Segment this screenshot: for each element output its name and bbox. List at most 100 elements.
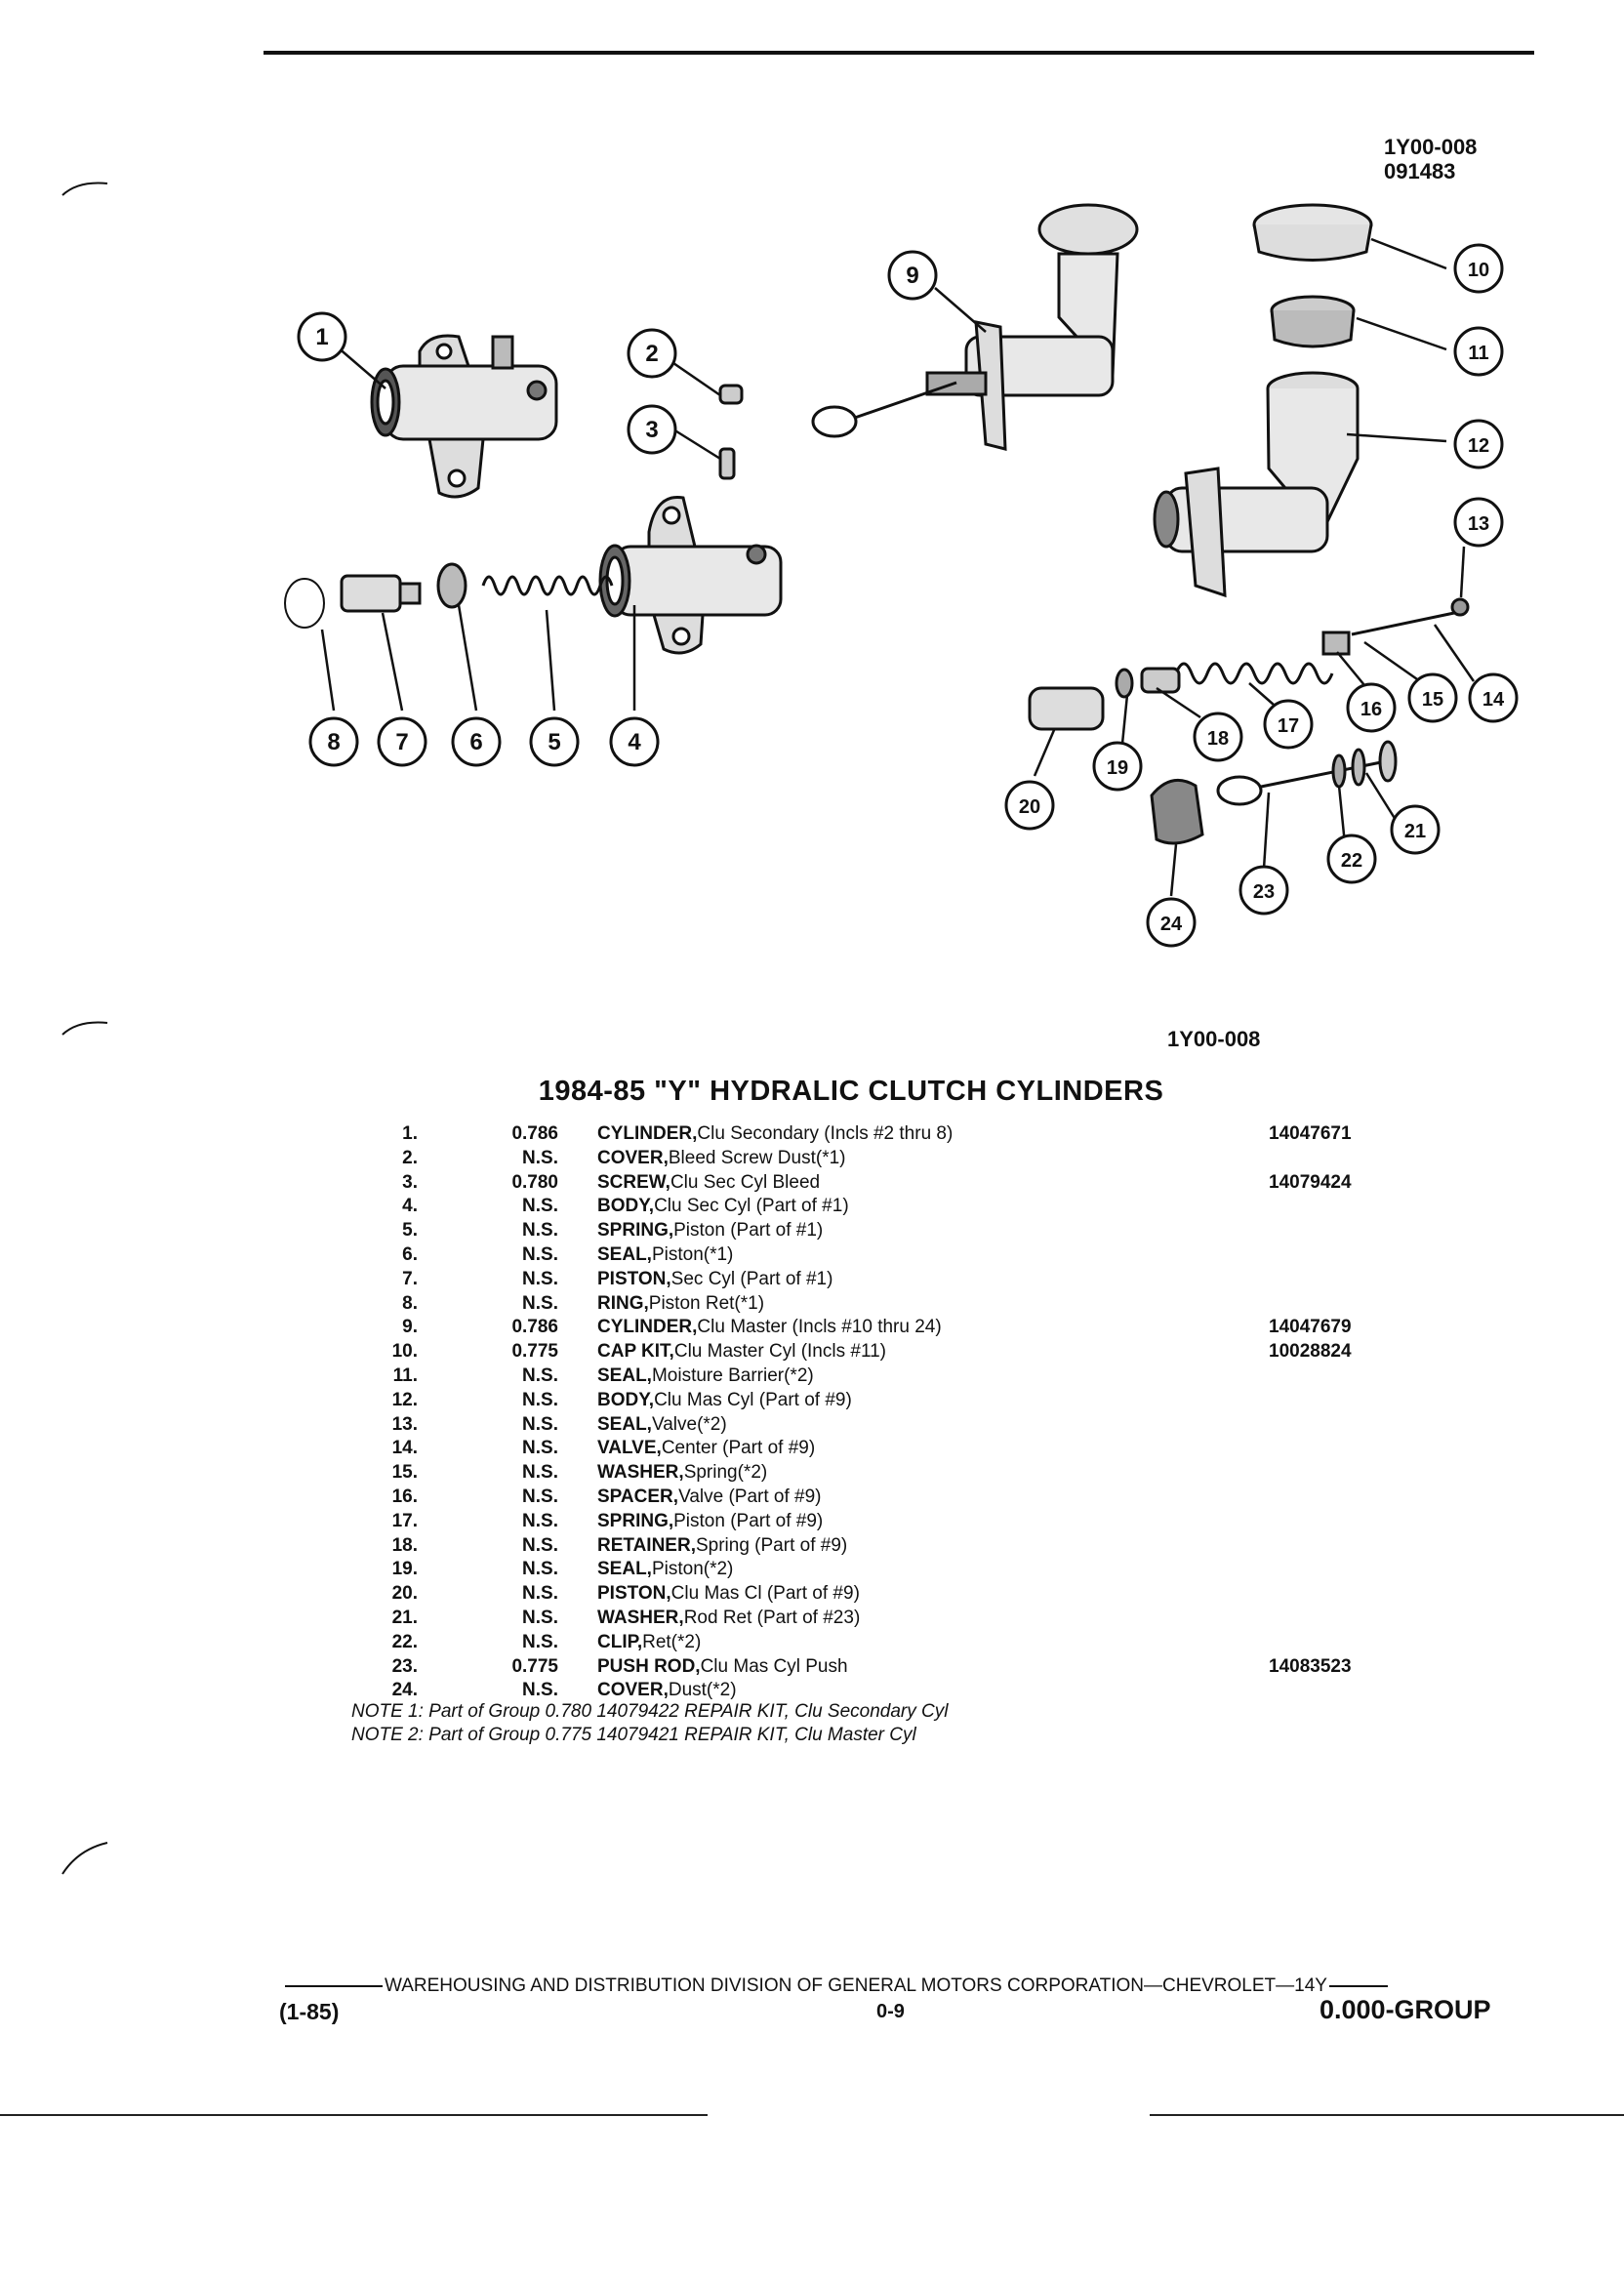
figure-id: 1Y00-008 — [1167, 1027, 1261, 1051]
item-description: RING, Piston Ret(*1) — [597, 1292, 1583, 1317]
item-detail: Piston (Part of #1) — [673, 1220, 824, 1242]
callout-number: 20 — [1019, 796, 1040, 818]
item-name: CYLINDER, — [597, 1317, 698, 1338]
item-name: SCREW, — [597, 1171, 670, 1193]
callout-4: 4 — [609, 716, 660, 767]
callout-circle — [1407, 672, 1458, 723]
item-detail: Dust(*2) — [668, 1680, 737, 1701]
item-detail: Sec Cyl (Part of #1) — [670, 1268, 833, 1289]
parts-row: 22.N.S.CLIP, Ret(*2) — [332, 1631, 1405, 1655]
item-description: RETAINER, Spring (Part of #9) — [597, 1534, 1583, 1559]
item-name: PISTON, — [597, 1268, 671, 1289]
callout-number: 5 — [548, 729, 560, 755]
item-name: RETAINER, — [597, 1534, 696, 1556]
item-description: WASHER, Spring(*2) — [597, 1461, 1583, 1486]
item-name: COVER, — [597, 1680, 669, 1701]
item-description: CAP KIT, Clu Master Cyl (Incls #11) — [597, 1340, 1583, 1364]
part-number: 10028824 — [1269, 1341, 1352, 1363]
callout-11: 11 — [1453, 326, 1504, 377]
item-detail: Rod Ret (Part of #23) — [683, 1607, 861, 1628]
callout-18: 18 — [1193, 712, 1243, 762]
callout-number: 22 — [1341, 850, 1362, 872]
item-detail: Moisture Barrier(*2) — [651, 1364, 814, 1386]
group-number: N.S. — [522, 1583, 558, 1605]
callout-8: 8 — [308, 716, 359, 767]
callout-number: 7 — [395, 729, 408, 755]
item-number: 13. — [391, 1413, 418, 1435]
callout-circle — [1468, 672, 1519, 723]
item-name: COVER, — [597, 1147, 669, 1168]
callout-number: 24 — [1160, 914, 1183, 935]
parts-row: 24.N.S.COVER, Dust(*2) — [332, 1679, 1405, 1703]
parts-row: 19.N.S.SEAL, Piston(*2) — [332, 1558, 1405, 1582]
callout-number: 12 — [1468, 435, 1489, 457]
item-number: 19. — [391, 1559, 418, 1580]
item-detail: Piston Ret(*1) — [648, 1292, 765, 1314]
callout-9: 9 — [887, 250, 938, 301]
master-cylinder-illustration — [811, 203, 1139, 451]
footer-dash-right — [1328, 1984, 1388, 1987]
item-description: PUSH ROD, Clu Mas Cyl Push — [597, 1655, 1583, 1680]
item-number: 12. — [391, 1389, 418, 1410]
bottom-rule-left — [0, 2114, 708, 2116]
top-rule — [264, 51, 1534, 55]
item-description: SCREW, Clu Sec Cyl Bleed — [597, 1171, 1583, 1196]
item-detail: Piston(*1) — [651, 1243, 734, 1265]
page-number: 0-9 — [876, 2001, 905, 2022]
notes: NOTE 1: Part of Group 0.780 14079422 REP… — [351, 1700, 948, 1747]
item-number: 3. — [402, 1171, 418, 1193]
item-name: WASHER, — [597, 1462, 684, 1484]
callout-number: 2 — [645, 341, 658, 367]
item-description: BODY, Clu Sec Cyl (Part of #1) — [597, 1195, 1583, 1219]
callout-circle — [1453, 326, 1504, 377]
item-detail: Valve (Part of #9) — [678, 1486, 822, 1507]
item-number: 16. — [391, 1486, 418, 1507]
item-number: 7. — [402, 1268, 418, 1289]
item-number: 11. — [392, 1364, 418, 1386]
callout-circle — [627, 328, 677, 379]
item-name: BODY, — [597, 1389, 655, 1410]
item-detail: Clu Master (Incls #10 thru 24) — [697, 1317, 942, 1338]
parts-row: 2.N.S.COVER, Bleed Screw Dust(*1) — [332, 1147, 1405, 1171]
item-detail: Spring (Part of #9) — [695, 1534, 848, 1556]
part-number: 14047679 — [1269, 1317, 1352, 1338]
item-name: CAP KIT, — [597, 1341, 674, 1363]
item-number: 23. — [391, 1655, 418, 1677]
callout-number: 4 — [628, 729, 641, 755]
item-detail: Clu Sec Cyl Bleed — [670, 1171, 821, 1193]
group-number: N.S. — [522, 1243, 558, 1265]
binder-hole-marks — [61, 182, 108, 1875]
footer-division-text: WAREHOUSING AND DISTRIBUTION DIVISION OF… — [385, 1975, 1327, 1996]
callout-number: 3 — [645, 417, 658, 443]
item-description: SEAL, Valve(*2) — [597, 1413, 1583, 1438]
group-number: N.S. — [522, 1220, 558, 1242]
item-description: SPACER, Valve (Part of #9) — [597, 1486, 1583, 1510]
callout-number: 17 — [1278, 715, 1299, 737]
callout-number: 15 — [1422, 689, 1443, 711]
parts-row: 11.N.S.SEAL, Moisture Barrier(*2) — [332, 1364, 1405, 1389]
leader-lines — [320, 237, 1476, 897]
item-number: 2. — [402, 1147, 418, 1168]
group-number: N.S. — [522, 1413, 558, 1435]
callout-number: 1 — [315, 324, 328, 350]
item-detail: Clu Master Cyl (Incls #11) — [673, 1341, 886, 1363]
item-description: PISTON, Clu Mas Cl (Part of #9) — [597, 1582, 1583, 1607]
group-number: N.S. — [522, 1680, 558, 1701]
callout-circle — [529, 716, 580, 767]
callout-19: 19 — [1092, 741, 1143, 792]
item-description: COVER, Bleed Screw Dust(*1) — [597, 1147, 1583, 1171]
item-detail: Bleed Screw Dust(*1) — [668, 1147, 846, 1168]
part-number: 14047671 — [1269, 1123, 1352, 1144]
item-name: SPACER, — [597, 1486, 679, 1507]
figure-reference: 1Y00-008 091483 — [1384, 135, 1477, 183]
part-number: 14083523 — [1269, 1655, 1352, 1677]
callout-circle — [451, 716, 502, 767]
callout-circle — [1092, 741, 1143, 792]
group-number: 0.775 — [511, 1655, 558, 1677]
secondary-body-illustration — [598, 495, 783, 655]
